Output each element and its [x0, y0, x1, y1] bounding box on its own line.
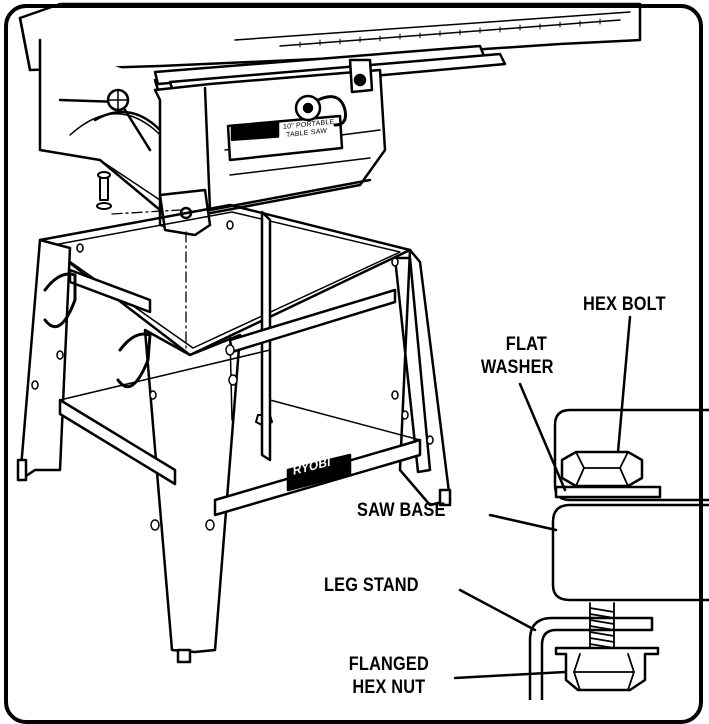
detail-inset	[528, 408, 709, 702]
label-flanged-hex-nut-line1: FLANGED	[348, 654, 429, 675]
leg-stand-angle	[528, 616, 654, 702]
leader-leg-stand	[458, 588, 537, 632]
table-saw	[18, 2, 642, 237]
leader-flat-washer	[518, 382, 567, 492]
flat-washer	[554, 485, 662, 499]
assembly-diagram: RYOBI 10" PORTABLE TABLE SAW RYOBI HEX B…	[4, 2, 709, 724]
diagram-artwork	[16, 2, 709, 702]
label-leg-stand: LEG STAND	[324, 575, 419, 596]
hex-bolt-head	[560, 450, 644, 488]
leader-flanged-hex-nut	[453, 670, 567, 680]
outer-frame	[4, 4, 703, 724]
leader-saw-base	[488, 513, 558, 532]
label-flat-washer-line1: FLAT	[505, 334, 548, 355]
flanged-hex-nut	[554, 646, 660, 692]
leader-lines	[453, 315, 632, 680]
bolt-threads	[589, 602, 615, 656]
label-flat-washer-line2: WASHER	[480, 357, 554, 378]
label-saw-base: SAW BASE	[357, 500, 446, 521]
leader-hex-bolt	[616, 315, 632, 454]
stand-braces	[31, 220, 434, 531]
saw-base-plate	[551, 503, 709, 602]
label-flanged-hex-nut-line2: HEX NUT	[352, 677, 426, 698]
label-hex-bolt: HEX BOLT	[583, 294, 666, 315]
